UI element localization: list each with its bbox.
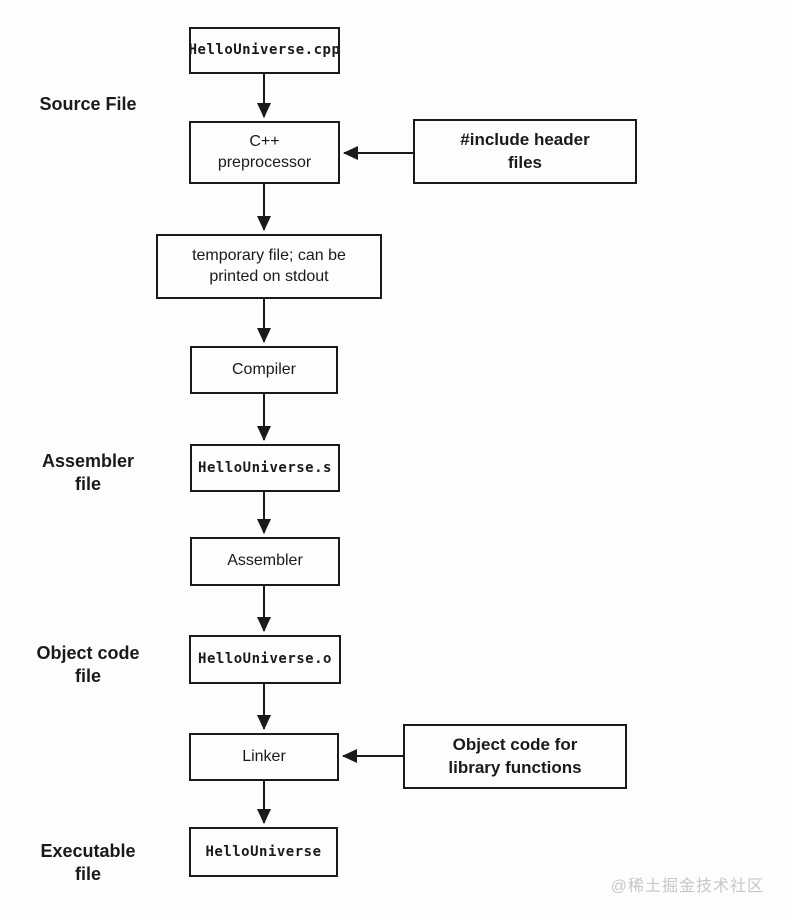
node-include-headers: #include header files <box>413 119 637 184</box>
node-linker: Linker <box>189 733 339 781</box>
label-assembler-file: Assembler file <box>41 451 135 495</box>
node-assembler: Assembler <box>190 537 340 586</box>
watermark-text: @稀土掘金技术社区 <box>610 878 764 895</box>
node-source-file: HelloUniverse.cpp <box>189 27 340 74</box>
node-executable: HelloUniverse <box>189 827 338 877</box>
node-preprocessor: C++ preprocessor <box>189 121 340 184</box>
node-object-file: HelloUniverse.o <box>189 635 341 684</box>
node-assembly-file: HelloUniverse.s <box>190 444 340 492</box>
node-library-objects: Object code for library functions <box>403 724 627 789</box>
node-temp-file: temporary file; can be printed on stdout <box>156 234 382 299</box>
label-executable-file: Executable file <box>40 841 136 885</box>
label-source-file: Source File <box>39 94 137 114</box>
label-object-code-file: Object code file <box>36 643 140 687</box>
node-compiler: Compiler <box>190 346 338 394</box>
